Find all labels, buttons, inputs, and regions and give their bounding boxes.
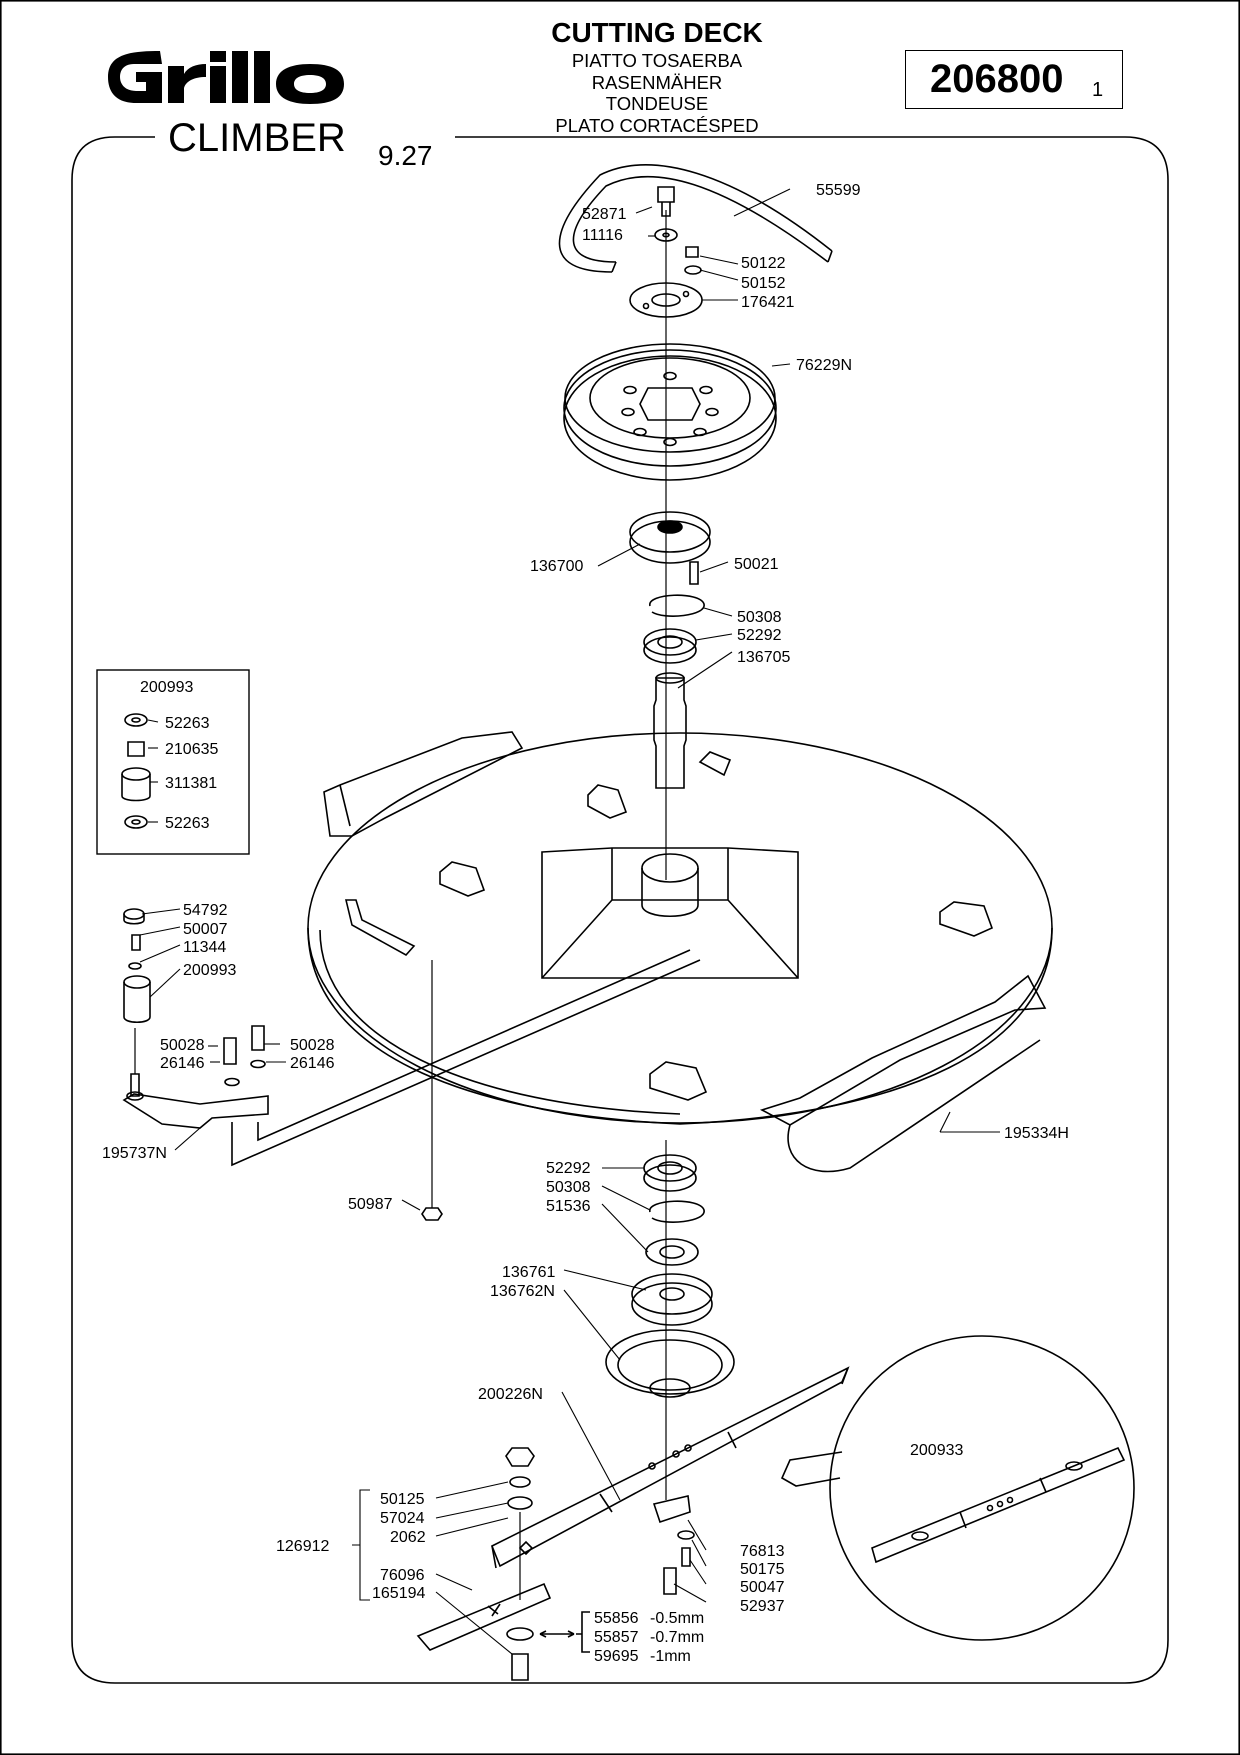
callout-54792: 54792	[183, 902, 228, 919]
callout-11116: 11116	[582, 227, 623, 244]
callout-50028-right: 50028	[290, 1037, 335, 1054]
callout-50175: 50175	[740, 1561, 785, 1578]
belt-part	[559, 216, 612, 275]
callout-165194: 165194	[372, 1585, 425, 1602]
callout-52292-lower: 52292	[546, 1160, 591, 1177]
callout-76229N: 76229N	[796, 357, 852, 374]
callout-50028-left: 50028	[160, 1037, 205, 1054]
title-translation-fr: TONDEUSE	[605, 93, 709, 114]
callout-52292-upper: 52292	[737, 627, 782, 644]
model-name: CLIMBER	[168, 116, 346, 160]
sheet-number: 1	[1092, 79, 1104, 101]
callout-50007: 50007	[183, 921, 228, 938]
callout-50152: 50152	[741, 275, 786, 292]
drawing-number-box: 206800 1	[905, 50, 1123, 109]
title-main: CUTTING DECK	[551, 17, 763, 48]
callout-52937: 52937	[740, 1598, 785, 1615]
callout-200226N: 200226N	[478, 1386, 543, 1403]
callout-126912: 126912	[276, 1538, 329, 1555]
callout-26146-right: 26146	[290, 1055, 335, 1072]
callout-176421: 176421	[741, 294, 794, 311]
title-translation-it: PIATTO TOSAERBA	[571, 50, 743, 71]
callout-50125: 50125	[380, 1491, 425, 1508]
kit-box-title: 200993	[140, 679, 193, 696]
callout-136761: 136761	[502, 1264, 555, 1281]
title-block: CUTTING DECK PIATTO TOSAERBA RASENMÄHER …	[520, 16, 794, 136]
callout-52871: 52871	[582, 206, 627, 223]
callout-136705: 136705	[737, 649, 790, 666]
shim-code-3: 59695	[594, 1648, 639, 1665]
callout-200993: 200993	[183, 962, 236, 979]
callout-195737N: 195737N	[102, 1145, 167, 1162]
shim-thickness-2: -0.7mm	[650, 1629, 704, 1646]
shim-thickness-1: -0.5mm	[650, 1610, 704, 1627]
callout-136700: 136700	[530, 558, 583, 575]
callout-195334H: 195334H	[1004, 1125, 1069, 1142]
drawing-frame	[71, 136, 1169, 1684]
callout-2062: 2062	[390, 1529, 426, 1546]
callout-55599: 55599	[816, 182, 861, 199]
callout-50047: 50047	[740, 1579, 785, 1596]
kit-item-52263-top: 52263	[165, 715, 210, 732]
model-version: 9.27	[378, 140, 433, 171]
title-translation-de: RASENMÄHER	[591, 71, 723, 93]
callout-50308-upper: 50308	[737, 609, 782, 626]
drawing-number: 206800	[930, 57, 1064, 101]
callout-50987: 50987	[348, 1196, 393, 1213]
kit-item-52263-bottom: 52263	[165, 815, 210, 832]
detail-circle-label: 200933	[910, 1442, 963, 1459]
kit-item-210635: 210635	[165, 741, 218, 758]
title-translation-es: PLATO CORTACÉSPED	[555, 114, 759, 136]
callout-50308-lower: 50308	[546, 1179, 591, 1196]
callout-57024: 57024	[380, 1510, 425, 1527]
callout-136762N: 136762N	[490, 1283, 555, 1300]
shim-thickness-3: -1mm	[650, 1648, 691, 1665]
callout-50122: 50122	[741, 255, 786, 272]
callout-50021: 50021	[734, 556, 779, 573]
callout-26146-left: 26146	[160, 1055, 205, 1072]
shim-code-2: 55857	[594, 1629, 639, 1646]
shim-code-1: 55856	[594, 1610, 639, 1627]
kit-item-311381: 311381	[165, 775, 217, 792]
grillo-logo	[100, 48, 370, 106]
callout-76096: 76096	[380, 1567, 425, 1584]
callout-11344: 11344	[183, 939, 226, 956]
callout-76813: 76813	[740, 1543, 785, 1560]
callout-51536: 51536	[546, 1198, 591, 1215]
